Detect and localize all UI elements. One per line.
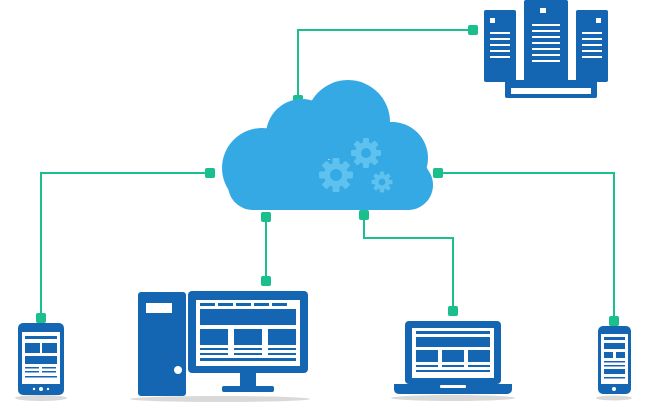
gear-icon xyxy=(371,171,393,193)
smartphone-icon xyxy=(596,326,632,401)
gear-icon xyxy=(319,158,353,192)
connections xyxy=(36,25,619,326)
server-rack-icon xyxy=(484,0,608,98)
desktop-computer-icon xyxy=(130,291,310,402)
connection-cloud-desktop xyxy=(261,212,271,286)
connection-cloud-laptop xyxy=(359,210,458,316)
tablet-icon xyxy=(15,323,67,401)
laptop-icon xyxy=(391,321,515,401)
gear-icon xyxy=(351,138,381,168)
cloud-gears-icon xyxy=(222,80,433,210)
connection-cloud-phone xyxy=(433,168,619,326)
connection-cloud-tablet xyxy=(36,168,215,323)
